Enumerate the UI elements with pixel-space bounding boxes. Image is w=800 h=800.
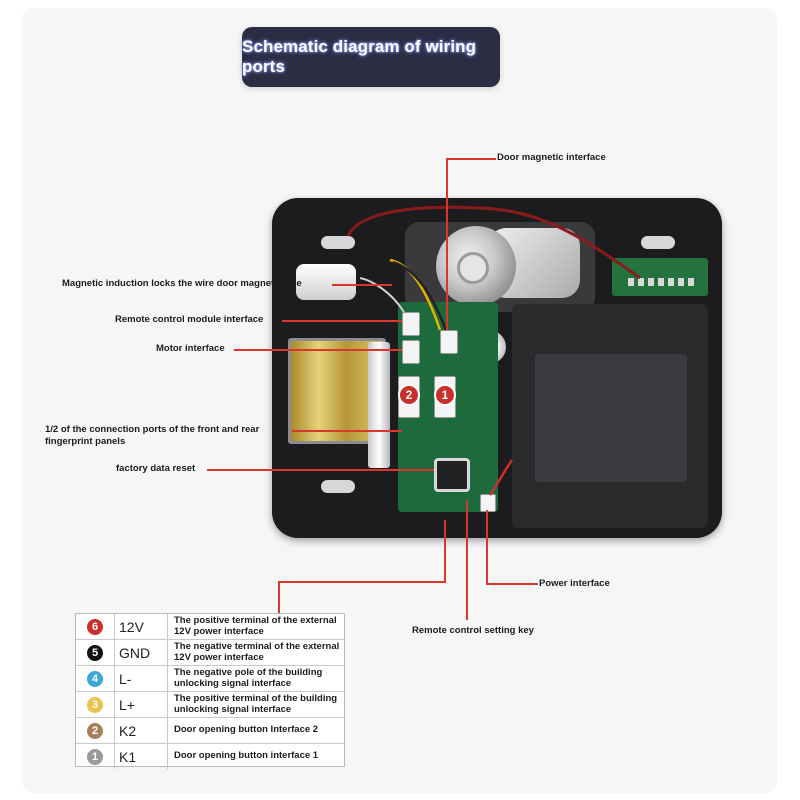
legend-port-code: 12V xyxy=(115,614,168,639)
leader-remote-key xyxy=(466,500,468,620)
port-number-badge: 1 xyxy=(87,748,103,765)
leader-legend-h xyxy=(278,581,446,583)
legend-row: 3 L+ The positive terminal of the building… xyxy=(76,692,344,718)
legend-row: 2 K2 Door opening button Interface 2 xyxy=(76,718,344,744)
port-number-badge: 6 xyxy=(87,618,103,635)
legend-row: 6 12V The positive terminal of the externa… xyxy=(76,614,344,640)
port-badge-2: 2 xyxy=(398,384,420,406)
leader-magnetic-induction xyxy=(332,284,392,286)
callout-remote-key: Remote control setting key xyxy=(412,625,534,636)
callout-motor: Motor interface xyxy=(156,343,225,354)
mount-slot xyxy=(321,480,355,493)
legend-description: The negative terminal of the external 12… xyxy=(174,641,340,663)
leader-front-rear xyxy=(292,430,402,432)
pin-header xyxy=(628,278,698,286)
legend-row: 5 GND The negative terminal of the externa… xyxy=(76,640,344,666)
motor-hub xyxy=(457,252,489,284)
legend-num-cell: 2 xyxy=(76,718,115,743)
legend-description: The positive terminal of the external 12… xyxy=(174,615,337,637)
legend-port-code: GND xyxy=(115,640,168,665)
port-number-badge: 3 xyxy=(87,696,103,713)
legend-num-cell: 4 xyxy=(76,666,115,691)
leader-legend-drop xyxy=(278,581,280,614)
port-number-badge: 5 xyxy=(87,644,103,661)
door-magnet-connector xyxy=(440,330,458,354)
legend-num-cell: 5 xyxy=(76,640,115,665)
leader-power-v xyxy=(486,510,488,584)
legend-num-cell: 3 xyxy=(76,692,115,717)
leader-door-magnetic-h xyxy=(446,158,496,160)
leader-power-h xyxy=(486,583,538,585)
leader-factory-reset xyxy=(207,469,434,471)
battery-label xyxy=(535,354,687,482)
magnetic-sensor xyxy=(296,264,356,300)
legend-row: 1 K1 Door opening button interface 1 xyxy=(76,744,344,769)
solenoid-cap xyxy=(368,342,390,468)
callout-front-rear: 1/2 of the connection ports of the front… xyxy=(45,424,260,447)
motor-connector xyxy=(402,340,420,364)
reset-button xyxy=(434,458,470,492)
leader-motor xyxy=(234,349,402,351)
callout-magnetic-induction: Magnetic induction locks the wire door m… xyxy=(62,278,302,289)
legend-num-cell: 1 xyxy=(76,744,115,769)
door-magnet-pcb xyxy=(612,258,708,296)
mount-slot xyxy=(641,236,675,249)
page-title: Schematic diagram of wiring ports xyxy=(242,37,477,76)
callout-factory-reset: factory data reset xyxy=(116,463,196,474)
legend-port-code: L+ xyxy=(115,692,168,717)
leader-door-magnetic xyxy=(446,158,448,330)
legend-port-code: L- xyxy=(115,666,168,691)
legend-row: 4 L- The negative pole of the building unl… xyxy=(76,666,344,692)
legend-description: Door opening button interface 1 xyxy=(174,750,319,762)
mount-slot xyxy=(321,236,355,249)
legend-description: Door opening button Interface 2 xyxy=(174,724,319,736)
title-banner: Schematic diagram of wiring ports xyxy=(242,27,500,87)
callout-door-magnetic: Door magnetic interface xyxy=(497,152,606,163)
legend-description: The negative pole of the building unlock… xyxy=(174,667,323,689)
leader-legend-v xyxy=(444,520,446,582)
port-legend-table: 6 12V The positive terminal of the externa… xyxy=(75,613,345,769)
port-badge-1: 1 xyxy=(434,384,456,406)
legend-port-code: K1 xyxy=(115,744,168,769)
callout-power: Power interface xyxy=(539,578,610,589)
legend-port-code: K2 xyxy=(115,718,168,743)
power-connector xyxy=(480,494,496,512)
legend-description: The positive terminal of the building un… xyxy=(174,693,338,715)
callout-remote-module: Remote control module interface xyxy=(115,314,264,325)
port-number-badge: 2 xyxy=(87,722,103,739)
port-number-badge: 4 xyxy=(87,670,103,687)
remote-module-connector xyxy=(402,312,420,336)
leader-remote-module xyxy=(282,320,402,322)
legend-num-cell: 6 xyxy=(76,614,115,639)
